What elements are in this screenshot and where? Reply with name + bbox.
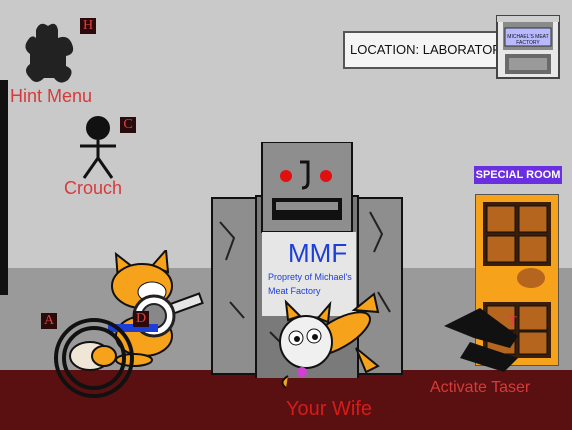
wife-cat — [279, 292, 380, 389]
taser-label[interactable]: Activate Taser — [430, 379, 531, 396]
factory-icon: MICHAEL'S MEAT FACTORY — [496, 15, 560, 79]
crouch-key-badge: C — [120, 117, 136, 133]
wife-label: Your Wife — [286, 398, 372, 420]
crouch-label[interactable]: Crouch — [64, 178, 123, 198]
joystick-icon[interactable] — [52, 316, 136, 400]
special-room-label: SPECIAL ROOM — [474, 166, 562, 184]
robot-guard — [211, 142, 403, 378]
robot-subtitle-line2: Meat Factory — [268, 286, 321, 296]
svg-text:MICHAEL'S MEAT: MICHAEL'S MEAT — [507, 34, 548, 40]
robot-title: MMF — [288, 238, 348, 268]
taser-icon[interactable] — [440, 308, 544, 374]
location-panel: LOCATION: LABORATORY — [343, 31, 511, 69]
location-text: LOCATION: LABORATORY — [350, 42, 511, 57]
svg-text:FACTORY: FACTORY — [516, 40, 540, 46]
taser-key-badge: T — [508, 314, 517, 329]
left-key-badge[interactable]: A — [41, 313, 57, 329]
hint-key-badge: H — [80, 18, 96, 34]
robot-subtitle-line1: Proprety of Michael's — [268, 272, 352, 282]
stick-figure-icon[interactable] — [76, 114, 120, 180]
puzzle-piece-icon[interactable] — [22, 20, 82, 86]
right-key-badge[interactable]: D — [133, 311, 149, 327]
hint-menu-label[interactable]: Hint Menu — [10, 86, 93, 106]
